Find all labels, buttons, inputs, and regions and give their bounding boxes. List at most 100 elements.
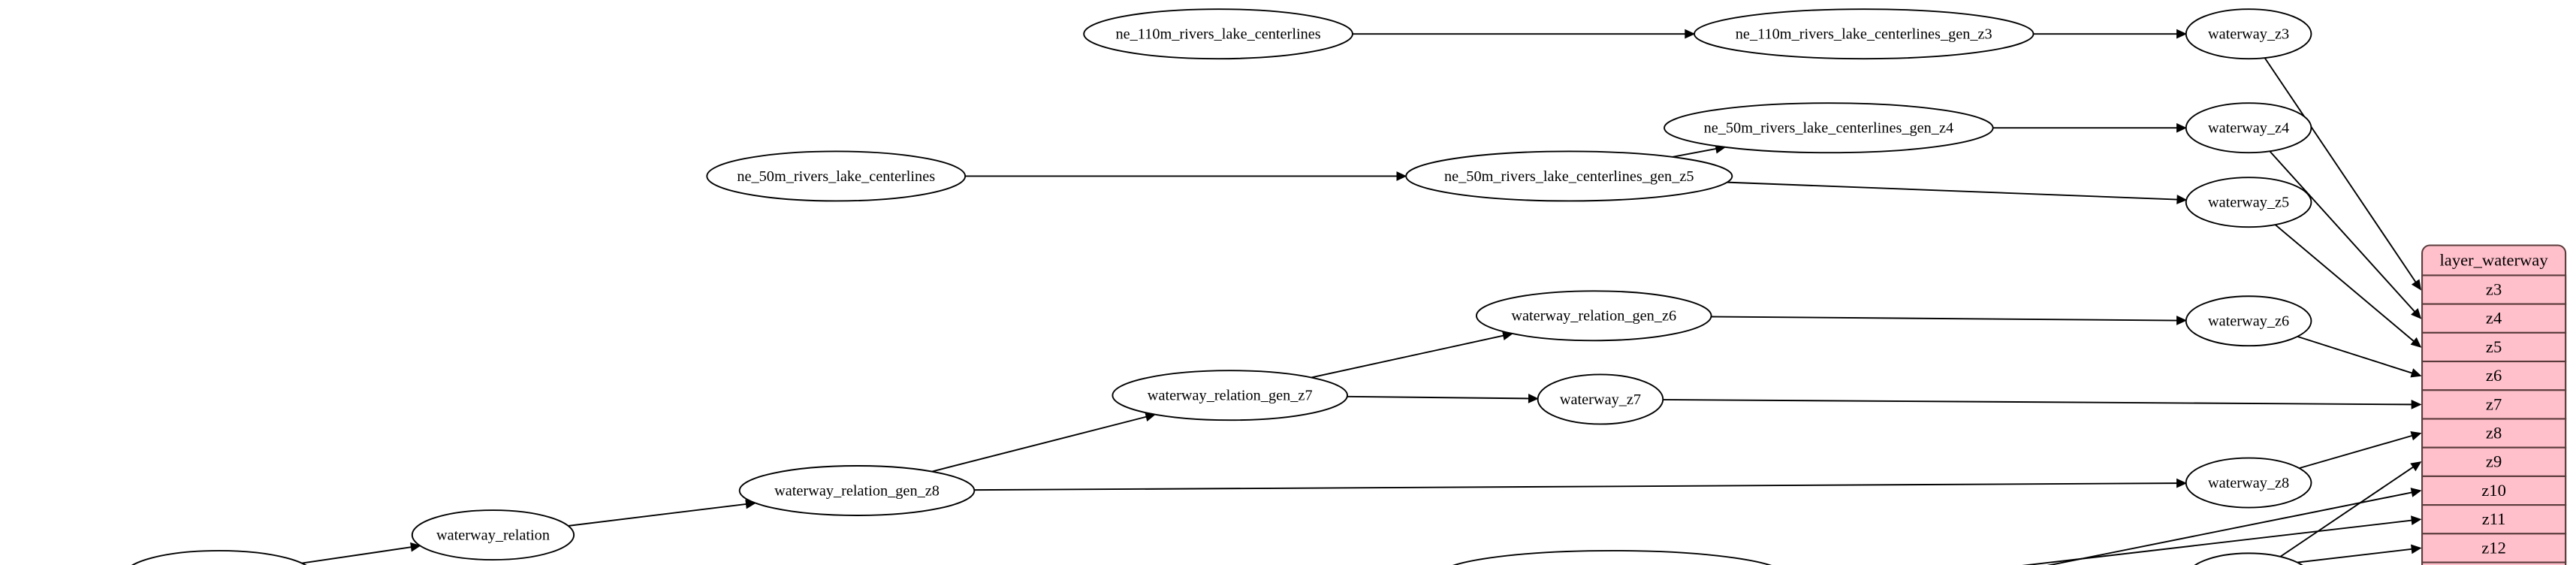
layer-waterway-row-label: z7 xyxy=(2486,394,2502,413)
graph-node-waterway-relation[interactable]: waterway_relation xyxy=(411,509,575,561)
graph-edge-arrowhead xyxy=(2410,337,2422,348)
graph-edge-arrowhead xyxy=(2410,431,2422,441)
graph-edge xyxy=(301,546,412,564)
node-label: waterway_z4 xyxy=(2208,120,2289,137)
graph-edge-arrowhead xyxy=(2176,316,2187,325)
layer-waterway-table: layer_waterwayz3z4z5z6z7z8z9z10z11z12z13… xyxy=(2421,244,2567,565)
graph-edge xyxy=(2297,335,2412,374)
graph-edge xyxy=(1663,399,2412,406)
graph-edge-arrowhead xyxy=(2176,478,2187,488)
graph-edge-arrowhead xyxy=(410,542,421,552)
graph-node-waterway-z6[interactable]: waterway_z6 xyxy=(2185,295,2312,347)
graph-edge-arrowhead xyxy=(2410,461,2422,472)
graph-edge xyxy=(1727,181,2177,201)
node-ellipse xyxy=(131,549,307,565)
graph-edge-arrowhead xyxy=(2411,400,2422,409)
graph-node-osm-important-waterway-linestring-gen-z9[interactable]: osm_important_waterway_linestring_gen_z9 xyxy=(1439,549,1786,565)
graph-edge xyxy=(1347,395,1529,400)
layer-waterway-row-z5[interactable] xyxy=(2421,331,2567,363)
layer-waterway-row-z3[interactable] xyxy=(2421,274,2567,305)
node-ellipse xyxy=(2194,552,2303,565)
node-label: waterway_relation_gen_z6 xyxy=(1511,308,1676,325)
node-label: ne_50m_rivers_lake_centerlines_gen_z4 xyxy=(1704,120,1954,137)
node-label: ne_50m_rivers_lake_centerlines_gen_z5 xyxy=(1444,168,1694,185)
edges-layer xyxy=(301,29,2422,565)
graph-node-ne-50m-rivers-lake-centerlines-gen-z4[interactable]: ne_50m_rivers_lake_centerlines_gen_z4 xyxy=(1664,102,1994,154)
graph-edge-arrowhead xyxy=(2411,515,2422,526)
graph-edge xyxy=(1311,334,1504,379)
graph-node-waterway-relation-gen-z6[interactable]: waterway_relation_gen_z6 xyxy=(1475,290,1712,342)
node-ellipse xyxy=(1664,102,1994,154)
node-ellipse xyxy=(706,150,967,202)
graph-node-waterway-z9[interactable]: waterway_z9 xyxy=(2186,552,2312,565)
graph-node-waterway-z3[interactable]: waterway_z3 xyxy=(2185,8,2312,60)
node-ellipse xyxy=(2185,102,2312,154)
graph-edge-arrowhead xyxy=(2411,544,2422,554)
node-label: waterway_z6 xyxy=(2208,313,2289,330)
graph-edge-arrowhead xyxy=(2411,308,2422,319)
node-ellipse xyxy=(2185,457,2312,509)
graph-node-waterway-relation-gen-z8[interactable]: waterway_relation_gen_z8 xyxy=(738,465,976,516)
node-ellipse xyxy=(738,465,976,516)
layer-waterway-row-z6[interactable] xyxy=(2421,361,2567,391)
graph-edge xyxy=(931,415,1147,473)
graph-node-waterway-z8[interactable]: waterway_z8 xyxy=(2185,457,2312,509)
node-ellipse xyxy=(2185,295,2312,347)
node-ellipse xyxy=(411,509,575,561)
node-label: ne_50m_rivers_lake_centerlines xyxy=(737,168,935,185)
layer-waterway-row-z4[interactable] xyxy=(2421,303,2567,334)
node-label: ne_110m_rivers_lake_centerlines xyxy=(1116,26,1321,43)
layer-waterway-row-label: z11 xyxy=(2482,509,2506,528)
node-label: waterway_z5 xyxy=(2208,195,2289,211)
graph-edge-arrowhead xyxy=(2176,122,2187,133)
graph-node-ne-110m-rivers-lake-centerlines-gen-z3[interactable]: ne_110m_rivers_lake_centerlines_gen_z3 xyxy=(1694,8,2035,60)
layer-waterway-row-label: z6 xyxy=(2486,366,2502,385)
graph-edge-arrowhead xyxy=(2176,29,2187,39)
graph-edge xyxy=(2269,150,2415,313)
node-ellipse xyxy=(2185,8,2312,60)
graph-node-waterway-z5[interactable]: waterway_z5 xyxy=(2185,177,2312,228)
node-label: waterway_relation_gen_z7 xyxy=(1148,388,1313,404)
graph-edge-arrowhead xyxy=(1396,171,1407,181)
layer-waterway-row-z8[interactable] xyxy=(2421,418,2567,449)
node-ellipse xyxy=(1112,370,1348,421)
graph-edge xyxy=(2264,57,2417,283)
graph-edge xyxy=(2299,434,2412,470)
graph-edge-arrowhead xyxy=(1685,29,1696,39)
node-label: ne_110m_rivers_lake_centerlines_gen_z3 xyxy=(1736,26,1992,43)
graph-edge xyxy=(2274,224,2415,342)
node-ellipse xyxy=(2185,177,2312,228)
node-label: waterway_relation_gen_z8 xyxy=(774,482,940,499)
layer-waterway-row-label: z9 xyxy=(2486,452,2502,471)
graph-edge xyxy=(568,503,747,527)
graph-edge-arrowhead xyxy=(2410,368,2422,378)
node-ellipse xyxy=(1405,150,1733,202)
graph-node-waterway-relation-gen-z7[interactable]: waterway_relation_gen_z7 xyxy=(1112,370,1348,421)
graph-edge-arrowhead xyxy=(1528,394,1539,403)
layer-waterway-row-label: z5 xyxy=(2486,337,2502,356)
graph-edge-arrowhead xyxy=(2176,195,2188,204)
nodes-layer: imposm3osm_waterway_relationosm_waterway… xyxy=(124,8,2312,565)
graph-node-ne-50m-rivers-lake-centerlines[interactable]: ne_50m_rivers_lake_centerlines xyxy=(706,150,967,202)
layer-waterway-row-z13[interactable] xyxy=(2421,561,2567,565)
graph-node-ne-50m-rivers-lake-centerlines-gen-z5[interactable]: ne_50m_rivers_lake_centerlines_gen_z5 xyxy=(1405,150,1733,202)
node-ellipse xyxy=(1083,8,1353,60)
graph-edge xyxy=(2022,519,2412,565)
graph-node-ne-110m-rivers-lake-centerlines[interactable]: ne_110m_rivers_lake_centerlines xyxy=(1083,8,1353,60)
graph-edge xyxy=(974,482,2177,491)
node-label: waterway_z8 xyxy=(2208,475,2289,491)
layer-waterway-row-label: z4 xyxy=(2486,309,2502,328)
layer-waterway-row-label: z3 xyxy=(2486,279,2502,298)
node-label: waterway_z3 xyxy=(2208,26,2289,43)
graph-edge xyxy=(2047,491,2412,565)
graph-node-waterway-z7[interactable]: waterway_z7 xyxy=(1537,373,1664,425)
layer-waterway-row-z7[interactable] xyxy=(2421,389,2567,420)
layer-waterway-row-z12[interactable] xyxy=(2421,533,2567,563)
graph-edge xyxy=(1711,316,2177,322)
graph-node-osm-waterway-relation[interactable]: osm_waterway_relation xyxy=(124,549,315,565)
layer-waterway-row-z9[interactable] xyxy=(2421,446,2567,477)
graph-node-waterway-z4[interactable]: waterway_z4 xyxy=(2185,102,2312,154)
graph-edge-arrowhead xyxy=(2411,279,2422,291)
node-label: waterway_relation xyxy=(436,527,550,543)
